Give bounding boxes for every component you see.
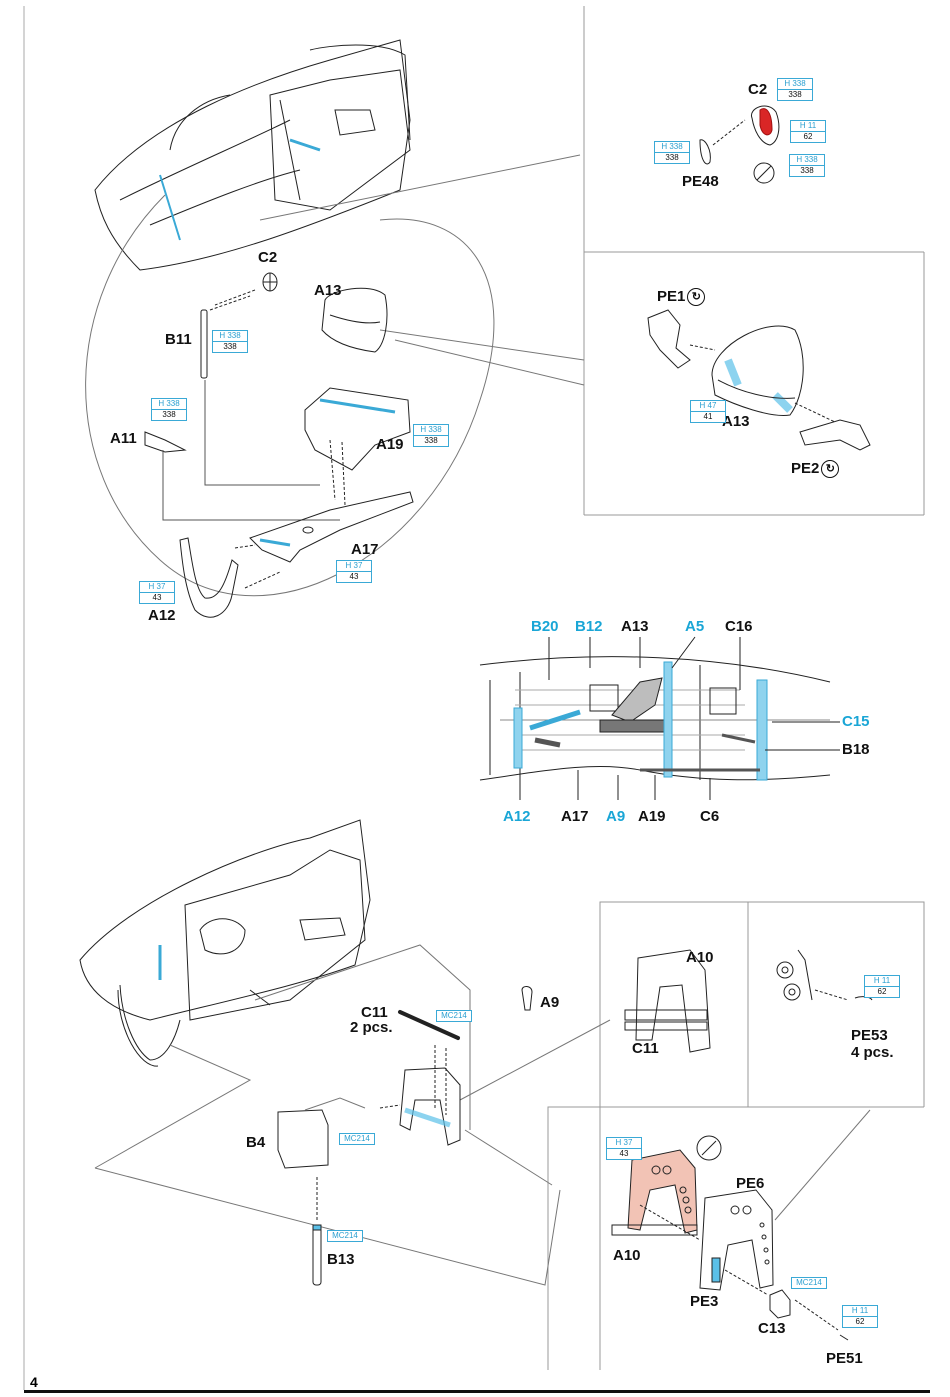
label-pe51: PE51	[826, 1351, 863, 1366]
a12-part	[180, 538, 280, 617]
label-a9: A9	[540, 995, 559, 1010]
c13-part	[725, 1270, 790, 1318]
leader-a10-detail	[465, 1130, 552, 1185]
paint-callout: MC214	[327, 1230, 363, 1242]
label-a12: A12	[148, 608, 176, 623]
pe2-part	[795, 403, 870, 450]
label-a10-low: A10	[613, 1248, 641, 1263]
a9-part	[522, 986, 532, 1010]
pe53-part	[777, 950, 872, 1000]
label-b4: B4	[246, 1135, 265, 1150]
label-c13: C13	[758, 1321, 786, 1336]
label-pe6: PE6	[736, 1176, 764, 1191]
label-pe48: PE48	[682, 174, 719, 189]
label-c11-box: C11	[632, 1041, 659, 1056]
label-pe2: PE2↻	[791, 460, 839, 478]
a11-part	[145, 432, 340, 520]
side-section-view	[480, 637, 840, 800]
label-pe53-qty: 4 pcs.	[851, 1045, 894, 1060]
page-bottom-rule	[24, 1390, 930, 1393]
fuselage-lower	[80, 820, 370, 1066]
label-b13: B13	[327, 1252, 355, 1267]
label-c11: C11	[361, 1005, 388, 1020]
label-side-a9: A9	[606, 809, 625, 824]
label-side-b20: B20	[531, 619, 559, 634]
label-side-b18: B18	[842, 742, 870, 757]
a17-part	[235, 492, 413, 562]
label-side-b12: B12	[575, 619, 603, 634]
label-side-a12: A12	[503, 809, 531, 824]
leader-line	[260, 155, 580, 220]
label-a13: A13	[314, 283, 342, 298]
a10-mid	[380, 1068, 460, 1145]
leader-line-seat-2	[395, 340, 584, 385]
label-side-a19: A19	[638, 809, 666, 824]
label-pe53: PE53	[851, 1028, 888, 1043]
paint-callout: MC214	[339, 1133, 375, 1145]
label-a17: A17	[351, 542, 379, 557]
label-side-c6: C6	[700, 809, 719, 824]
leader-line-seat	[380, 330, 584, 360]
c2-part	[215, 273, 277, 305]
label-side-a13: A13	[621, 619, 649, 634]
label-a10-top: A10	[686, 950, 714, 965]
frame-lower-box	[600, 902, 924, 1370]
label-c2: C2	[258, 250, 277, 265]
label-b11: B11	[165, 332, 192, 347]
label-side-a5: A5	[685, 619, 704, 634]
fuselage-upper	[95, 40, 410, 270]
b11-leader	[205, 380, 320, 485]
detail-outline	[86, 195, 494, 596]
pe6-part	[640, 1110, 870, 1290]
label-c2-top: C2	[748, 82, 767, 97]
label-side-a17: A17	[561, 809, 589, 824]
label-pe3: PE3	[690, 1294, 718, 1309]
lower-leader	[255, 945, 470, 1130]
label-side-c15: C15	[842, 714, 870, 729]
paint-callout: MC214	[436, 1010, 472, 1022]
fold-arrow-icon: ↻	[687, 288, 705, 306]
label-a13-detail: A13	[722, 414, 750, 429]
paint-callout: MC214	[791, 1277, 827, 1289]
label-a19: A19	[376, 437, 404, 452]
leader-a10	[460, 1020, 610, 1100]
lower-outline-1	[95, 1045, 250, 1168]
pe1-part	[648, 310, 715, 368]
label-pe1: PE1↻	[657, 288, 705, 306]
pe51-part	[795, 1300, 848, 1340]
label-c11-qty: 2 pcs.	[350, 1020, 393, 1035]
label-a11: A11	[110, 431, 137, 446]
page-number: 4	[30, 1374, 38, 1390]
b13-part	[313, 1175, 321, 1285]
c2-detail	[700, 106, 779, 183]
label-side-c16: C16	[725, 619, 753, 634]
fold-arrow-icon: ↻	[821, 460, 839, 478]
frame-lower-subbox	[548, 1107, 924, 1370]
